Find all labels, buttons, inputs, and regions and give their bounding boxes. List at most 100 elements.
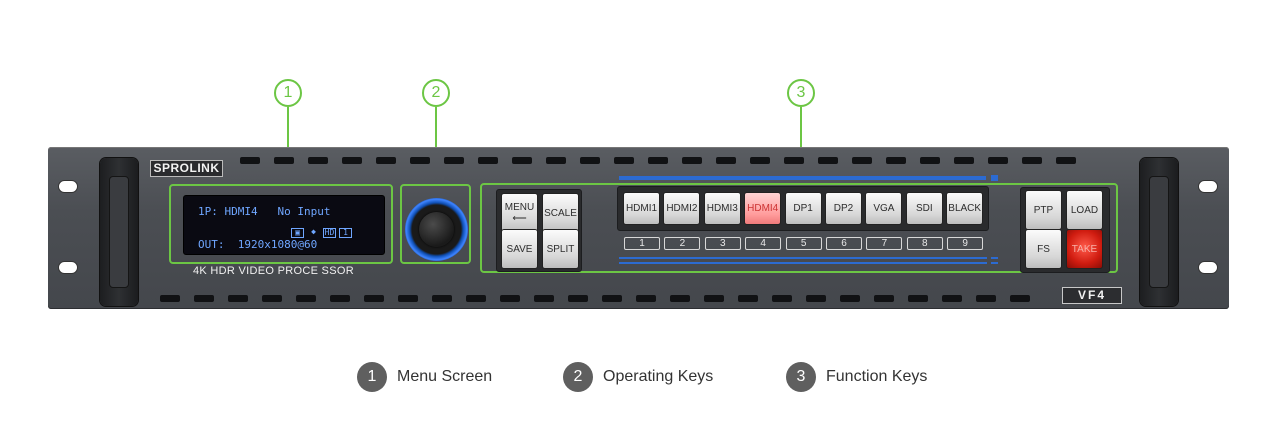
vent-slot	[364, 295, 384, 302]
menu-screen: 1P: HDMI4 No Input OUT: 1920x1080@60 ▣ ◆…	[183, 195, 385, 255]
model-label: 4K HDR VIDEO PROCE SSOR	[193, 265, 354, 277]
rack-ear-hole	[1198, 261, 1218, 274]
source-number-label: 1	[624, 237, 660, 250]
vent-slot	[240, 157, 260, 164]
vent-slot	[738, 295, 758, 302]
lcd-status-icons: ▣ ◆ HD 1	[291, 228, 352, 238]
vent-slot	[1056, 157, 1076, 164]
back-arrow-icon: ⟵	[512, 213, 527, 224]
legend-label: Operating Keys	[603, 368, 714, 385]
rack-handle-left	[100, 158, 138, 306]
callout-1: 1	[274, 79, 302, 107]
vent-slot	[874, 295, 894, 302]
rack-handle-right	[1140, 158, 1178, 306]
vent-slot	[410, 157, 430, 164]
vent-slot	[682, 157, 702, 164]
vent-slot	[716, 157, 736, 164]
vent-slot	[194, 295, 214, 302]
vent-slot	[818, 157, 838, 164]
vent-slot	[772, 295, 792, 302]
legend-label: Menu Screen	[397, 368, 493, 385]
vent-slot	[942, 295, 962, 302]
vent-slot	[886, 157, 906, 164]
accent-line-bottom	[619, 257, 987, 259]
source-key-hdmi2[interactable]: HDMI2	[663, 192, 701, 225]
menu-button-label: MENU	[504, 202, 535, 213]
source-number-label: 3	[704, 237, 741, 250]
vent-slot	[908, 295, 928, 302]
scale-button[interactable]: SCALE	[542, 193, 579, 233]
diamond-icon: ◆	[311, 227, 316, 236]
legend-number: 1	[357, 362, 387, 392]
ptp-button[interactable]: PTP	[1025, 190, 1062, 230]
vent-slot	[160, 295, 180, 302]
vent-slot	[988, 157, 1008, 164]
operating-knob-group	[400, 184, 471, 264]
vent-slot	[806, 295, 826, 302]
vent-slot	[262, 295, 282, 302]
vent-slot	[750, 157, 770, 164]
vent-slot	[954, 157, 974, 164]
vent-slot	[636, 295, 656, 302]
lcd-line-output: OUT: 1920x1080@60	[198, 238, 318, 251]
source-key-dp2[interactable]: DP2	[825, 192, 862, 225]
vent-slot	[976, 295, 996, 302]
source-key-hdmi1[interactable]: HDMI1	[623, 192, 660, 225]
source-key-vga[interactable]: VGA	[865, 192, 903, 225]
source-key-dp1[interactable]: DP1	[784, 192, 822, 225]
layout-icon: ▣	[291, 228, 304, 238]
accent-line-bottom	[619, 262, 987, 264]
source-key-hdmi3[interactable]: HDMI3	[703, 192, 741, 225]
vent-slot	[308, 157, 328, 164]
rack-ear-hole	[1198, 180, 1218, 193]
source-key-black[interactable]: BLACK	[946, 192, 984, 225]
source-key-hdmi4[interactable]: HDMI4	[744, 192, 782, 225]
load-button[interactable]: LOAD	[1066, 190, 1103, 230]
source-number-label: 4	[745, 237, 782, 250]
lcd-line-input: 1P: HDMI4 No Input	[198, 205, 331, 218]
function-keys-group	[480, 183, 1118, 273]
vent-slot	[432, 295, 452, 302]
callout-2-line	[435, 107, 437, 184]
menu-screen-group	[169, 184, 393, 264]
vent-slot	[296, 295, 316, 302]
vent-slot	[704, 295, 724, 302]
take-button[interactable]: TAKE	[1066, 229, 1103, 269]
accent-bar-top-cap	[991, 175, 998, 181]
model-badge: VF4	[1062, 287, 1122, 304]
vent-slot	[466, 295, 486, 302]
save-button[interactable]: SAVE	[501, 229, 538, 269]
handle-grip	[109, 176, 129, 288]
fs-button[interactable]: FS	[1025, 229, 1062, 269]
legend-number: 3	[786, 362, 816, 392]
source-number-label: 2	[664, 237, 701, 250]
source-number-label: 6	[826, 237, 862, 250]
vent-slot	[568, 295, 588, 302]
vent-slot	[614, 157, 634, 164]
vent-slot	[342, 157, 362, 164]
vent-slot	[1010, 295, 1030, 302]
source-key-sdi[interactable]: SDI	[905, 192, 943, 225]
rotary-knob[interactable]	[419, 212, 454, 247]
vent-slot	[920, 157, 940, 164]
callout-2: 2	[422, 79, 450, 107]
hd-icon: HD	[323, 228, 336, 238]
vent-slot	[580, 157, 600, 164]
vent-slot	[1022, 157, 1042, 164]
rotary-knob-ring	[405, 198, 468, 261]
source-number-label: 9	[947, 237, 984, 250]
rack-ear-hole	[58, 180, 78, 193]
legend-label: Function Keys	[826, 368, 928, 385]
vent-slot	[398, 295, 418, 302]
menu-button[interactable]: MENU ⟵	[501, 193, 538, 233]
callout-3-line	[800, 107, 802, 183]
rack-ear-hole	[58, 261, 78, 274]
vent-slot	[444, 157, 464, 164]
vent-slot	[840, 295, 860, 302]
vent-slot	[478, 157, 498, 164]
legend-item-operating-keys: 2 Operating Keys	[563, 362, 713, 392]
vent-slot	[512, 157, 532, 164]
split-button[interactable]: SPLIT	[542, 229, 579, 269]
accent-bar-top	[619, 176, 986, 180]
vent-slot	[546, 157, 566, 164]
